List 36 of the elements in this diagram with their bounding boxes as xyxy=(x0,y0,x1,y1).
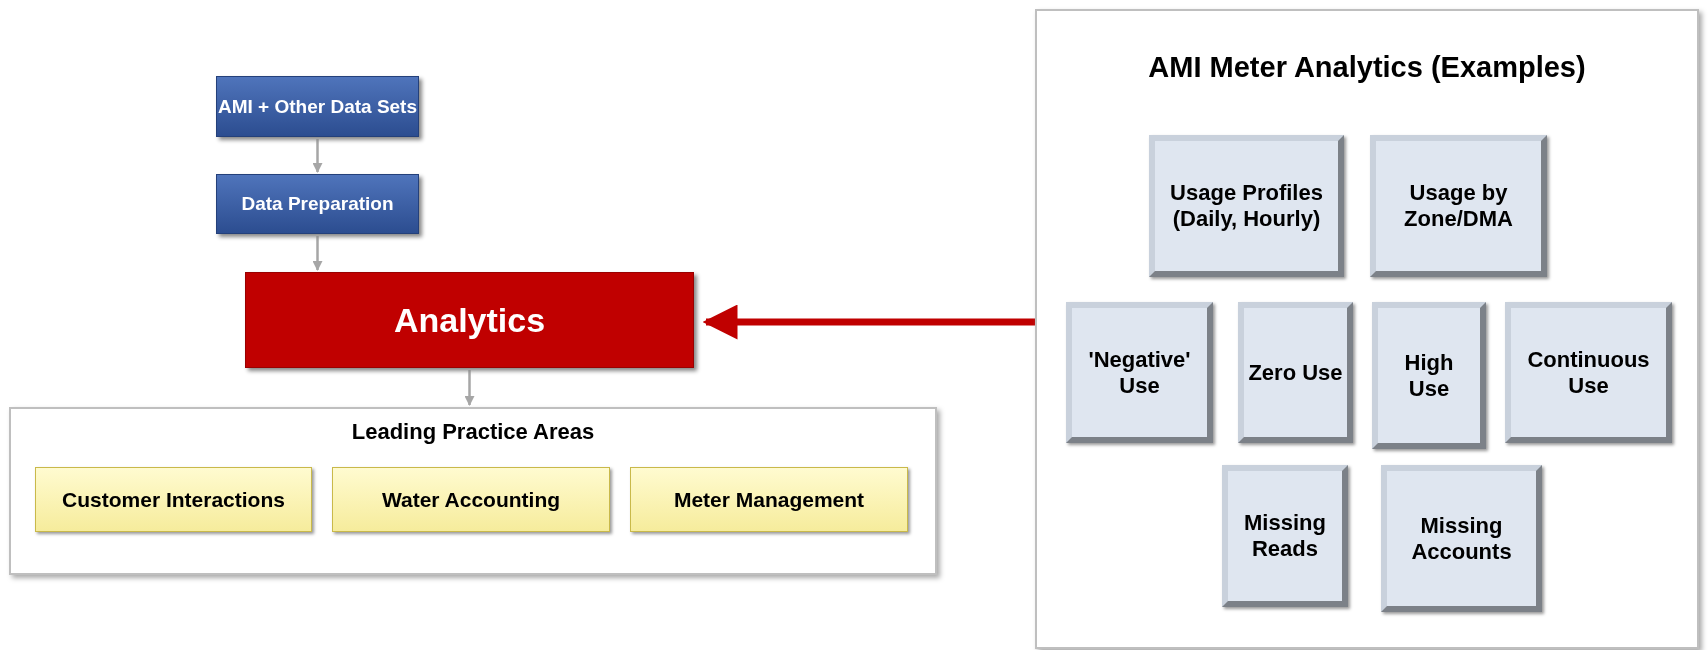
box-label: Missing Accounts xyxy=(1410,512,1513,565)
arrow xyxy=(702,304,1035,340)
box-label: Continuous Use xyxy=(1526,346,1651,399)
analytic-example-box xyxy=(1381,465,1542,612)
box-label: Zero Use xyxy=(1248,359,1343,386)
group-panel xyxy=(1035,9,1699,649)
practice-area-box xyxy=(332,467,610,532)
analytic-example-box xyxy=(1149,135,1344,277)
arrow xyxy=(464,370,475,406)
box-label: Usage Profiles (Daily, Hourly) xyxy=(1169,180,1324,232)
analytic-example-box xyxy=(1066,302,1213,443)
panel-heading: Leading Practice Areas xyxy=(351,419,595,445)
practice-area-box xyxy=(630,467,908,532)
box-label: Missing Reads xyxy=(1243,510,1327,562)
practice-area-box xyxy=(35,467,312,532)
analytic-example-box xyxy=(1370,135,1547,277)
analytic-example-box xyxy=(1505,302,1672,443)
box-label: High Use xyxy=(1403,349,1455,402)
box-label: Water Accounting xyxy=(381,487,561,512)
analytic-example-box xyxy=(1238,302,1353,443)
panel-heading: AMI Meter Analytics (Examples) xyxy=(1148,51,1586,84)
box-label: Customer Interactions xyxy=(62,487,285,512)
box-label: AMI + Other Data Sets xyxy=(218,95,417,118)
arrow xyxy=(312,236,323,271)
process-box xyxy=(216,174,419,234)
process-box xyxy=(216,76,419,137)
box-label: Meter Management xyxy=(673,487,865,512)
box-label: Usage by Zone/DMA xyxy=(1403,180,1514,232)
analytics-box xyxy=(245,272,694,368)
analytic-example-box xyxy=(1222,465,1348,607)
box-label: Analytics xyxy=(393,300,546,340)
group-panel xyxy=(9,407,937,575)
analytic-example-box xyxy=(1372,302,1486,449)
box-label: 'Negative' Use xyxy=(1087,346,1192,399)
box-label: Data Preparation xyxy=(241,193,394,215)
arrow xyxy=(312,139,323,173)
